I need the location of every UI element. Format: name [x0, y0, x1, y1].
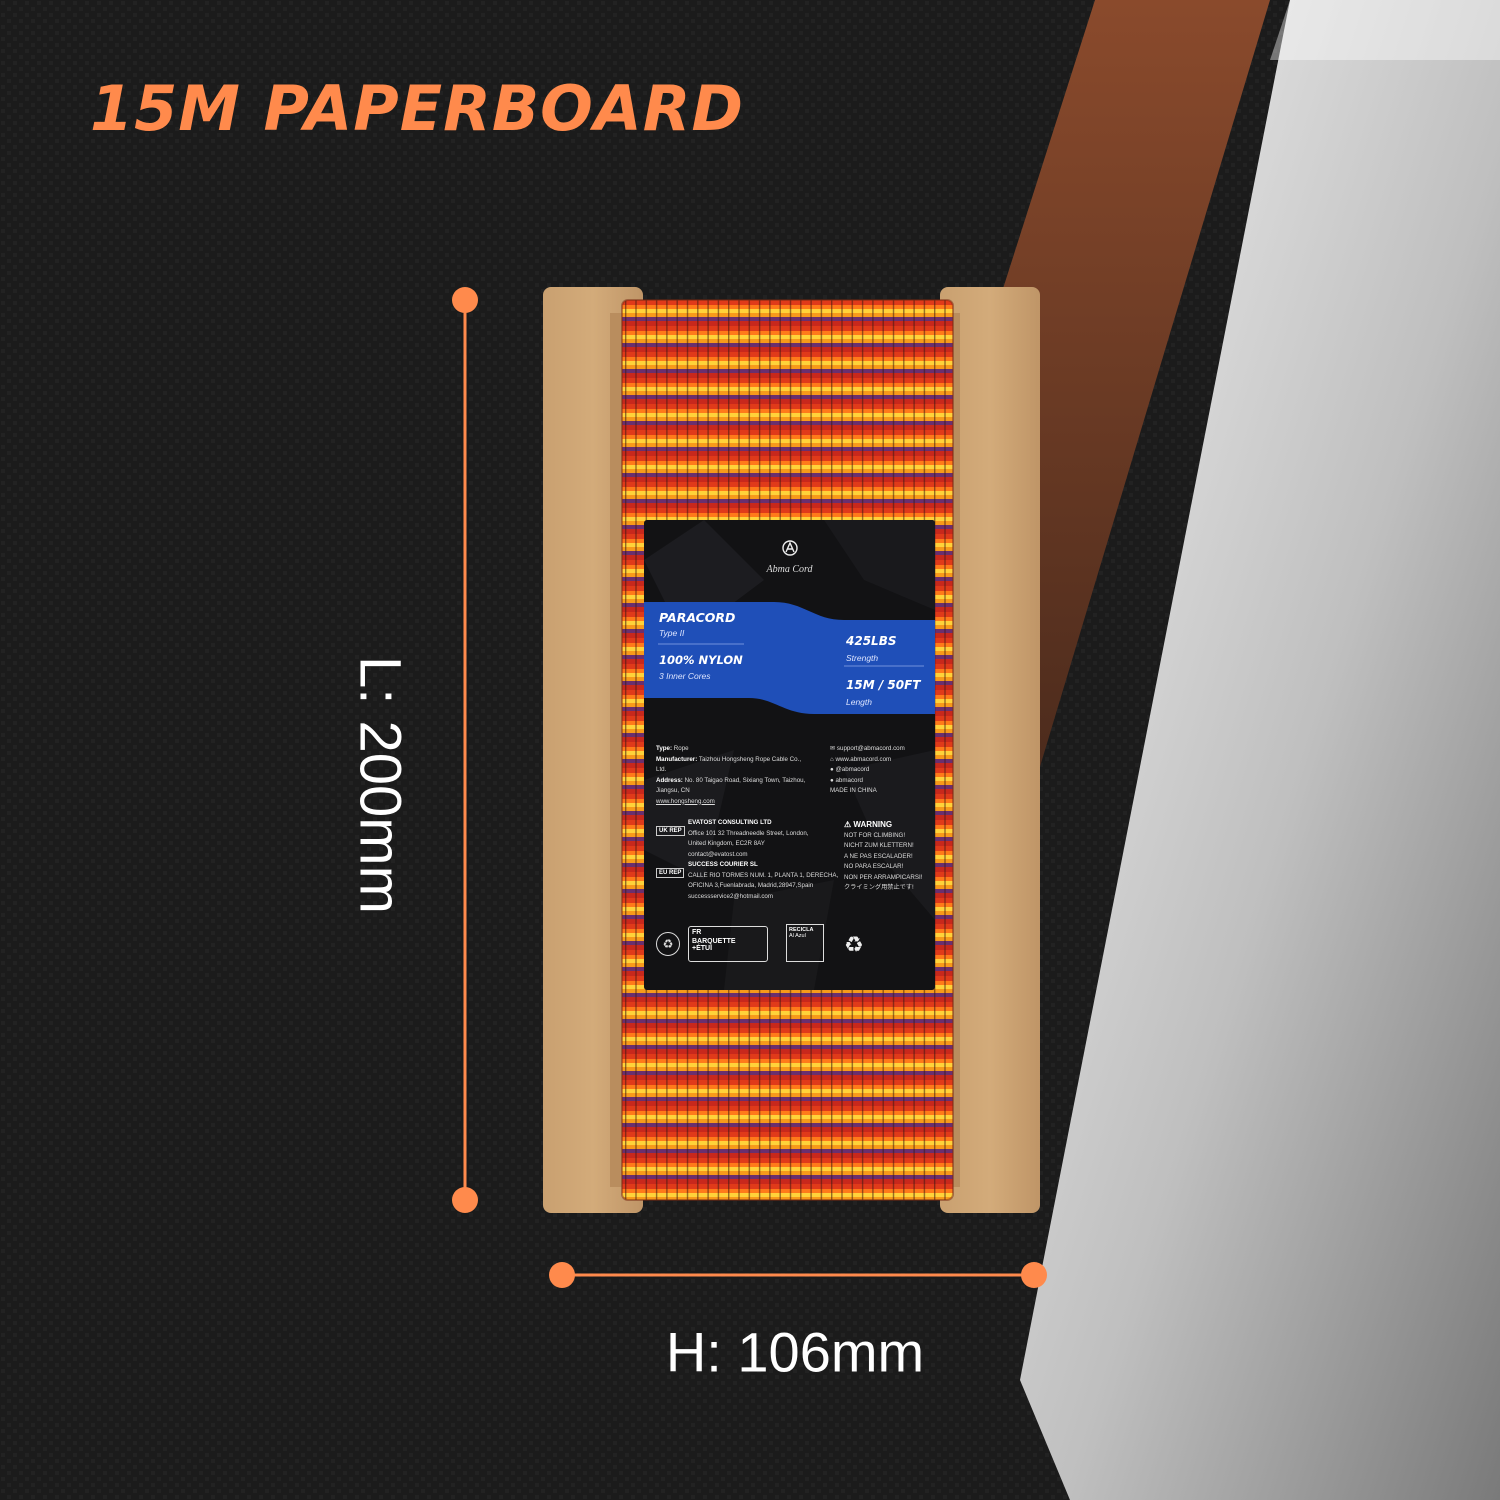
triman-badge: FR BARQUETTE +ÉTUI: [688, 926, 768, 962]
home-icon: ⌂: [830, 755, 834, 763]
product-label: Abma Cord PARACORD Type II 100% NYLON 3 …: [644, 520, 935, 990]
material: 100% NYLON: [659, 653, 743, 667]
warning-block: ⚠ WARNING NOT FOR CLIMBING! NICHT ZUM KL…: [844, 820, 923, 891]
email-icon: ✉: [830, 745, 836, 752]
manufacturer-info: Type: Rope Manufacturer: Taizhou Hongshe…: [656, 745, 806, 805]
white-stripe: [1020, 0, 1500, 1500]
recycle-icon: ♻: [844, 932, 864, 957]
brand-name: Abma Cord: [766, 564, 813, 575]
eu-rep-badge: EU REP: [656, 868, 685, 878]
facebook-icon: ●: [830, 766, 834, 773]
brand-logo: Abma Cord: [644, 540, 935, 575]
uk-rep-badge: UK REP: [656, 826, 685, 836]
recicla-badge: RECICLA Al Azul: [786, 924, 824, 962]
product-type: Type II: [659, 628, 685, 638]
warning-icon: ⚠: [844, 820, 852, 829]
blue-banner: [644, 602, 935, 714]
strength-value: 425LBS: [846, 634, 897, 648]
length-dimension-label: L: 200mm: [347, 656, 413, 914]
inner-cores: 3 Inner Cores: [659, 671, 711, 681]
eu-rep-info: SUCCESS COURIER SL CALLE RIO TORMES NUM.…: [688, 861, 839, 900]
length-value: 15M / 50FT: [846, 678, 921, 692]
length-marker-bottom: [452, 1187, 478, 1213]
strength-label: Strength: [846, 653, 879, 663]
height-marker-right: [1021, 1262, 1047, 1288]
brand-icon: [781, 540, 798, 556]
length-label: Length: [846, 697, 872, 707]
line-icon: ●: [830, 776, 834, 784]
tidyman-icon: ♻: [656, 932, 680, 956]
uk-rep-info: EVATOST CONSULTING LTD Office 101 32 Thr…: [688, 819, 809, 858]
height-dimension-label: H: 106mm: [665, 1320, 925, 1384]
length-marker-top: [452, 287, 478, 313]
cardboard-right: [940, 287, 1040, 1213]
page-title: 15M PAPERBOARD: [90, 72, 744, 145]
product-name: PARACORD: [659, 610, 736, 625]
contact-info: ✉ support@abmacord.com ⌂ www.abmacord.co…: [830, 745, 905, 794]
height-marker-left: [549, 1262, 575, 1288]
